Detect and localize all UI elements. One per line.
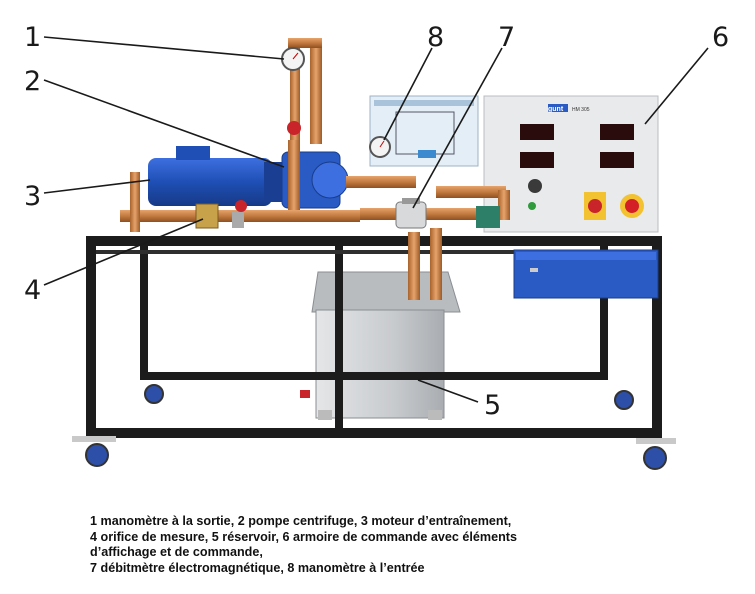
steel-frame (86, 236, 662, 442)
callout-1-label: 1 (24, 22, 42, 53)
valves (232, 121, 500, 398)
control-panel (483, 95, 659, 233)
panel-brand: gunt (548, 106, 564, 113)
inlet-pressure-gauge (369, 136, 391, 158)
caption-line: 4 orifice de mesure, 5 réservoir, 6 armo… (90, 529, 518, 544)
control-cabinet-box (513, 249, 659, 299)
figure-caption: 1 manomètre à la sortie, 2 pompe centrif… (90, 514, 610, 576)
leader-lines (43, 36, 709, 403)
caster-wheels (72, 384, 676, 470)
callout-3-label: 3 (24, 181, 42, 212)
callout-7-label: 7 (498, 22, 516, 53)
callout-2-label: 2 (24, 66, 42, 97)
callout-8-label: 8 (427, 22, 445, 53)
drive-motor (148, 146, 282, 206)
measuring-orifice (195, 203, 219, 229)
caption-line: 7 débitmètre électromagnétique, 8 manomè… (90, 560, 425, 575)
callout-6-label: 6 (712, 22, 730, 53)
callout-4-label: 4 (24, 275, 42, 306)
callout-5-label: 5 (484, 390, 502, 421)
caption-line: d’affichage et de commande, (90, 545, 263, 560)
panel-model: HM 305 (572, 107, 590, 113)
electromagnetic-flowmeter (395, 198, 427, 229)
outlet-pressure-gauge (281, 47, 305, 71)
caption-line: 1 manomètre à la sortie, 2 pompe centrif… (90, 514, 512, 528)
